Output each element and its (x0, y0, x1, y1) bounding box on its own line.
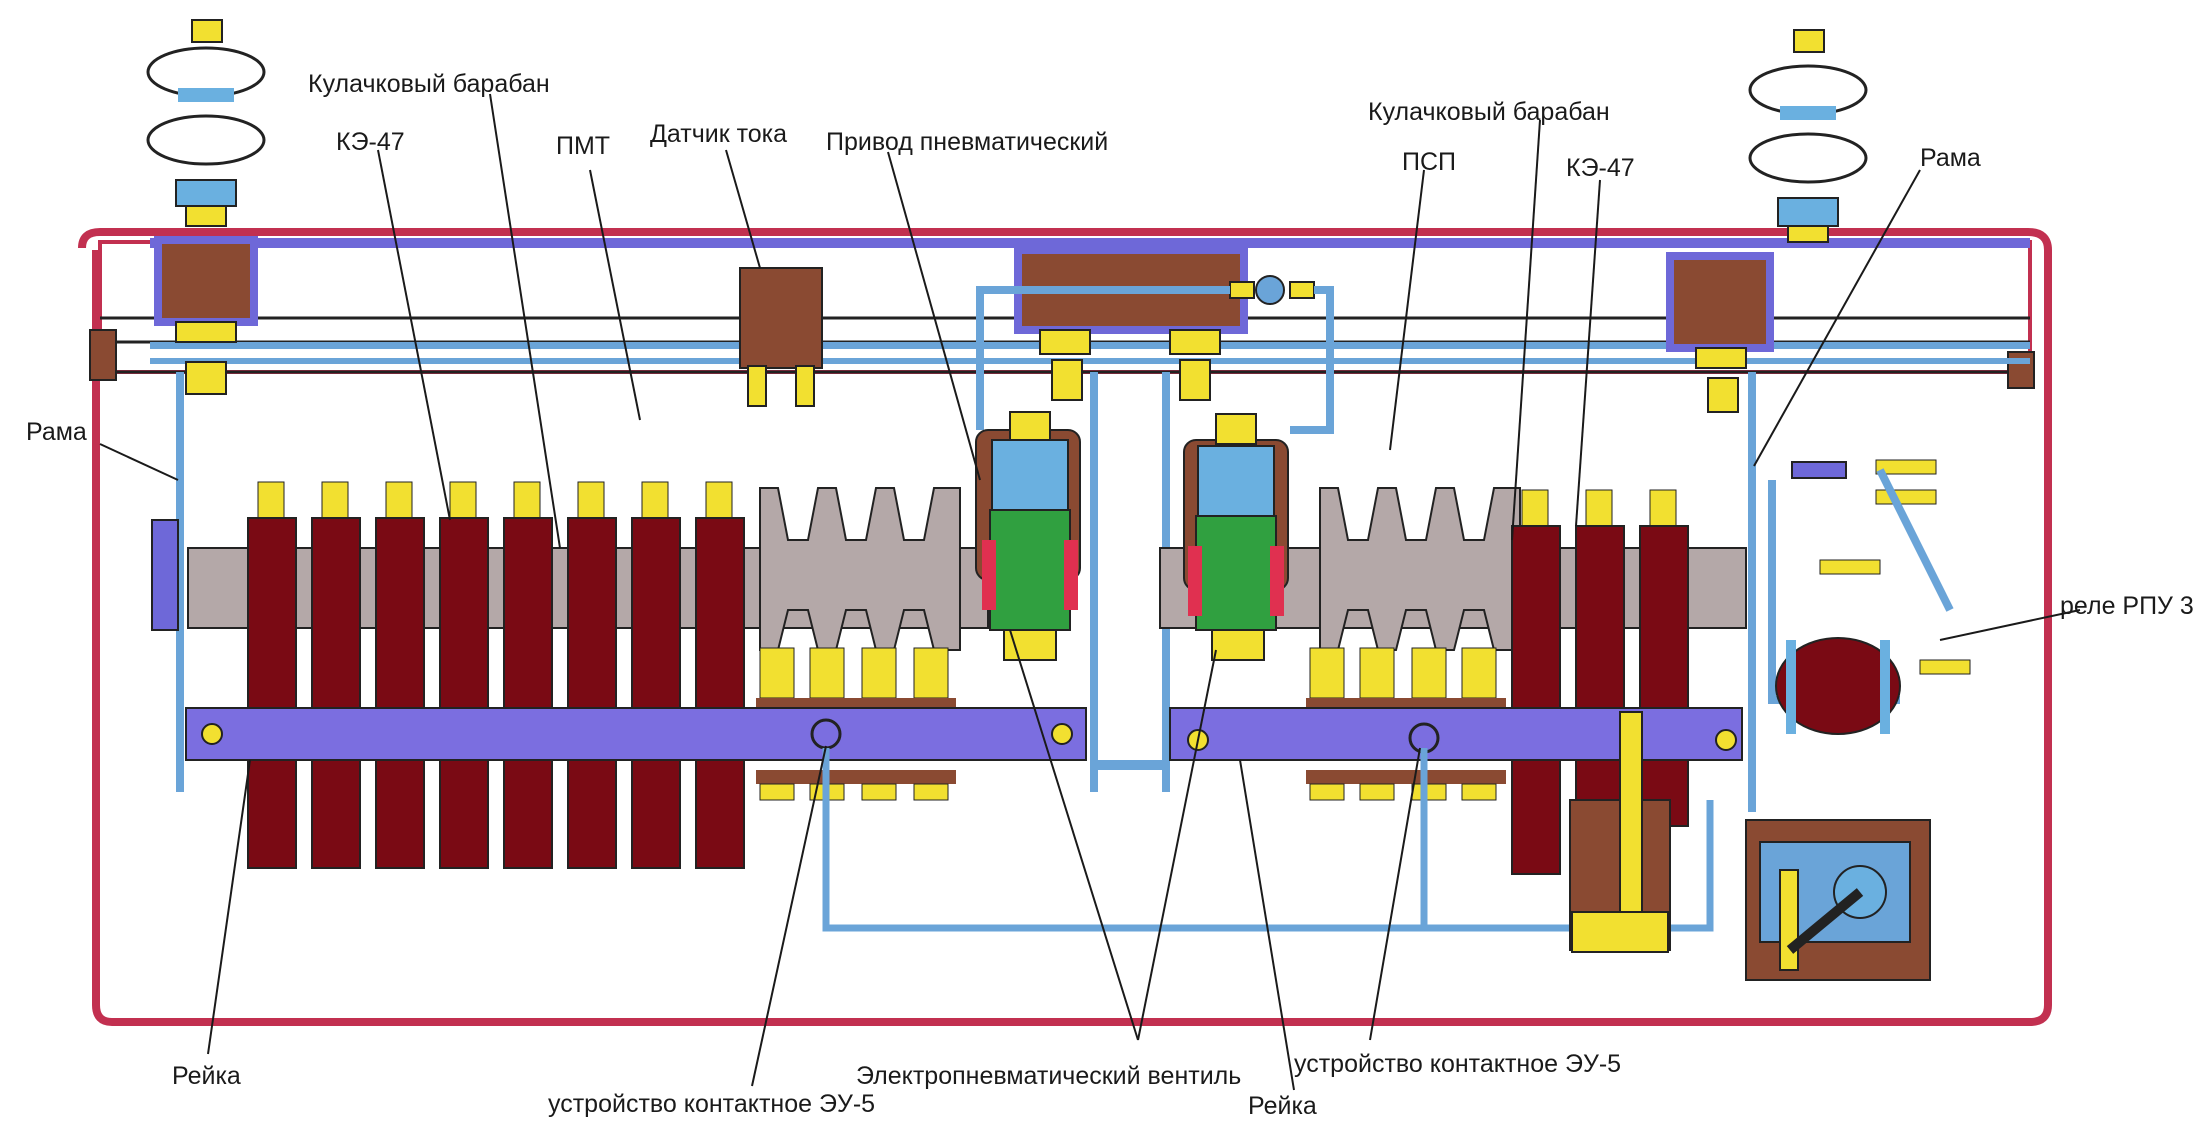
label-current-sensor: Датчик тока (650, 120, 787, 148)
pneumatic-drive-block (976, 246, 1334, 434)
label-contact-device-left: устройство контактное ЭУ-5 (548, 1090, 875, 1118)
pmt-bellows (759, 487, 961, 651)
label-ke47-right: КЭ-47 (1566, 154, 1635, 182)
rail-right-bar (1169, 707, 1743, 761)
gear-assembly (1745, 819, 1931, 981)
label-psp: ПСП (1402, 148, 1456, 176)
label-relay: реле РПУ 3 (2060, 592, 2194, 620)
ke47-contacts-right (1511, 489, 1689, 875)
leader-lines (99, 93, 2081, 1091)
label-frame-left: Рама (26, 418, 87, 446)
label-pneumatic-drive: Привод пневматический (826, 128, 1108, 156)
ke47-contacts-left (247, 481, 745, 869)
label-pmt: ПМТ (556, 132, 610, 160)
ep-valve-left (975, 411, 1081, 661)
current-sensor-block (739, 267, 823, 407)
label-ep-valve: Электропневматический вентиль (856, 1062, 1241, 1090)
label-contact-device-right: устройство контактное ЭУ-5 (1294, 1050, 1621, 1078)
label-rail-right: Рейка (1248, 1092, 1317, 1120)
label-rail-left: Рейка (172, 1062, 241, 1090)
ep-valve-right (1183, 413, 1289, 661)
rail-left-bar (185, 707, 1087, 761)
label-frame-right: Рама (1920, 144, 1981, 172)
label-cam-drum-right: Кулачковый барабан (1368, 98, 1610, 126)
insulator-left (146, 19, 266, 395)
frame-outline (78, 228, 2052, 1026)
relay-rpu3 (1768, 459, 1971, 735)
label-cam-drum-left: Кулачковый барабан (308, 70, 550, 98)
insulator-right (1666, 29, 1868, 413)
label-ke47-left: КЭ-47 (336, 128, 405, 156)
